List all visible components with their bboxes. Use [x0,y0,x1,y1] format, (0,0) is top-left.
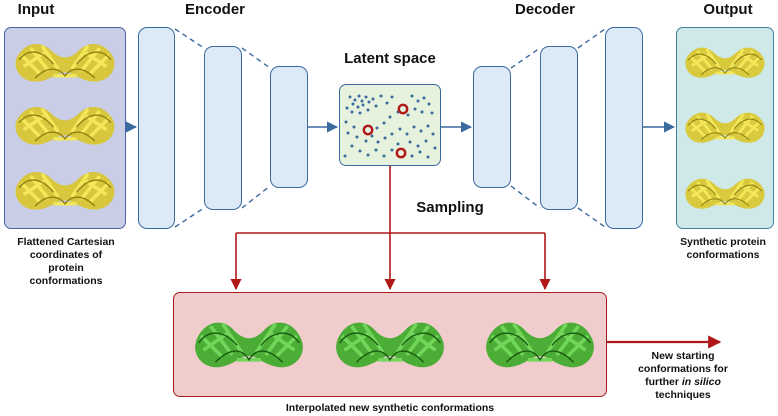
sampling-title: Sampling [416,199,484,216]
input-title: Input [17,1,55,18]
yellow-protein-ribbon-icon [13,42,117,212]
input-caption-line: conformations [29,275,103,287]
new-start-line: conformations for [638,363,728,375]
output-caption: Synthetic protein conformations [668,236,778,262]
decoder-layer-2 [540,46,578,210]
output-title: Output [703,1,753,18]
input-caption-line: Flattened Cartesian [17,236,115,248]
new-start-line: techniques [655,389,711,401]
latent-scatter-points [343,94,437,159]
new-start-text: further [645,376,682,388]
new-starting-caption: New starting conformations for further i… [618,350,748,402]
yellow-protein-ribbon-icon [684,46,766,211]
interpolated-caption: Interpolated new synthetic conformations [285,402,495,414]
input-caption: Flattened Cartesian coordinates of prote… [0,236,132,288]
sampling-arrows [230,166,551,291]
green-protein-ribbon-icon [193,320,596,370]
latent-space-title: Latent space [344,50,436,67]
new-start-line: further in silico [618,376,748,389]
decoder-title: Decoder [514,1,576,18]
decoder-layer-3 [605,27,643,229]
encoder-title: Encoder [184,1,245,18]
in-silico-text: in silico [681,376,721,388]
encoder-layer-2 [204,46,242,210]
encoder-layer-1 [138,27,175,229]
new-start-line: New starting [651,350,715,362]
output-caption-line: conformations [686,249,760,261]
encoder-layer-3 [270,66,308,188]
encoder-dashed-connectors [174,28,606,228]
input-caption-line: protein [48,262,84,274]
decoder-layer-1 [473,66,511,188]
red-circle-marker-icon [362,103,409,159]
output-caption-line: Synthetic protein [680,236,766,248]
input-caption-line: coordinates of [29,249,103,261]
